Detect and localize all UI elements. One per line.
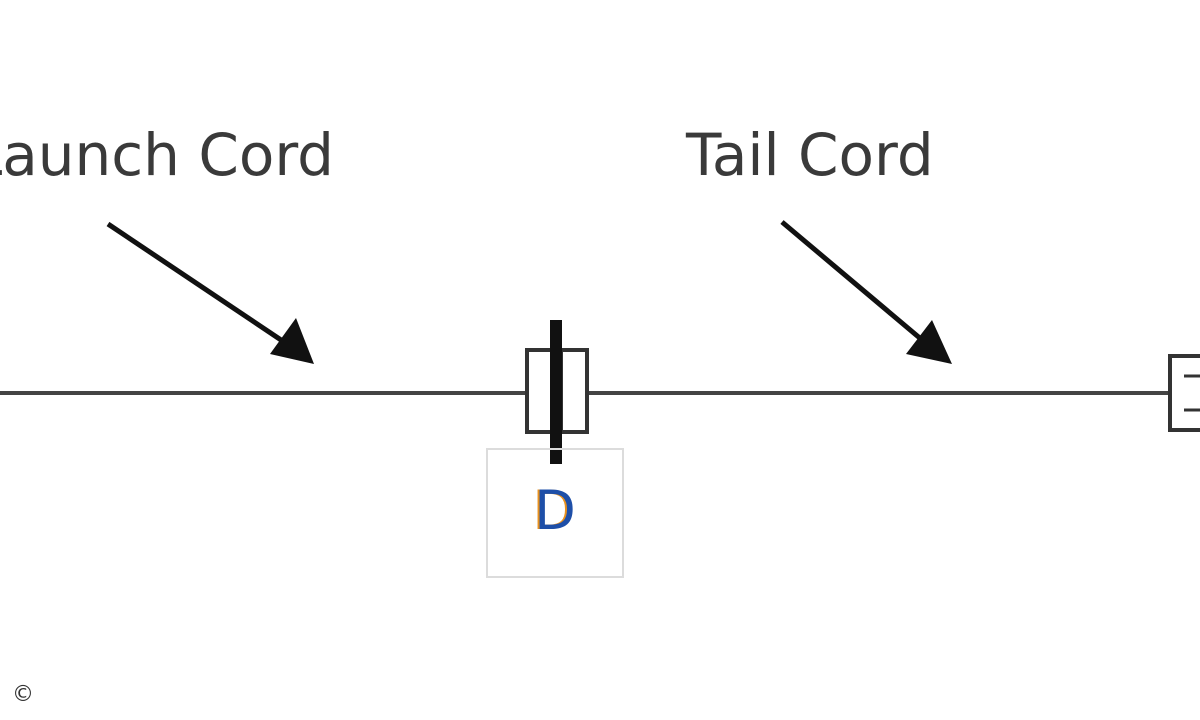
launch-cord-arrow bbox=[106, 221, 314, 364]
connector-label: D bbox=[534, 479, 576, 542]
connector-label-box: D bbox=[486, 448, 624, 578]
center-connector bbox=[525, 320, 589, 464]
tail-cord-arrow bbox=[780, 220, 952, 364]
launch-cord-label: Launch Cord bbox=[0, 121, 334, 189]
tail-cord-label: Tail Cord bbox=[686, 121, 934, 189]
end-connector bbox=[1168, 354, 1200, 432]
copyright-symbol: © bbox=[12, 682, 34, 707]
